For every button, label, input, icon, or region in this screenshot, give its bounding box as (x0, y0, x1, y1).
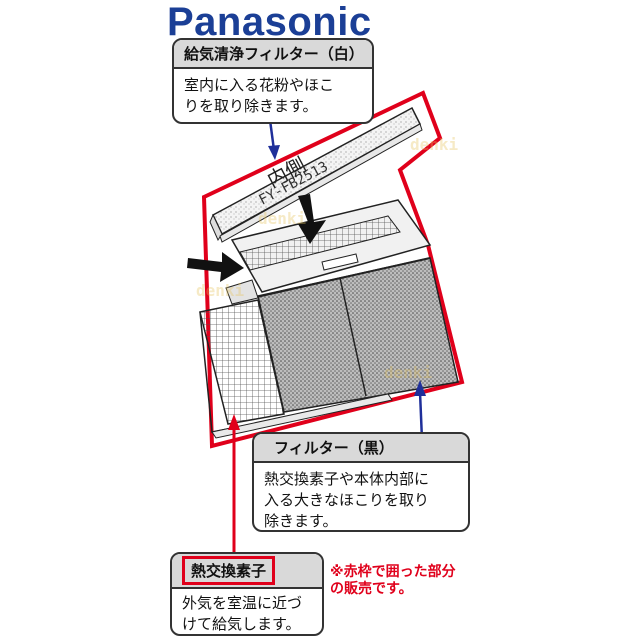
text-line: 除きます。 (264, 512, 338, 530)
text-line: 入る大きなほこりを取り (264, 491, 430, 509)
watermark: denki denki denki denki (196, 135, 459, 382)
heat-exchanger-leader (228, 414, 240, 552)
callout-white-filter-title: 給気清浄フィルター（白） (174, 40, 372, 69)
svg-text:denki: denki (410, 135, 459, 154)
callout-heat-exchanger-title: 熱交換素子 (182, 556, 276, 585)
text-line: りを取り除きます。 (184, 97, 318, 115)
callout-heat-exchanger-text: 外気を室温に近づ けて給気します。 (172, 589, 322, 634)
callout-white-filter-text: 室内に入る花粉やほこ りを取り除きます。 (174, 69, 372, 122)
insert-arrows (187, 194, 326, 282)
white-filter-panel: 内側 FY-FB2513 (209, 106, 423, 243)
note-line: の販売です。 (330, 581, 413, 597)
note-line: ※赤枠で囲った部分 (330, 564, 456, 580)
callout-white-filter: 給気清浄フィルター（白） 室内に入る花粉やほこ りを取り除きます。 (172, 38, 374, 124)
text-line: けて給気します。 (182, 615, 301, 633)
text-line: 室内に入る花粉やほこ (184, 76, 335, 94)
callout-heat-exchanger: 熱交換素子 外気を室温に近づ けて給気します。 (170, 552, 324, 636)
text-line: 熱交換素子や本体内部に (264, 470, 430, 488)
svg-text:denki: denki (196, 281, 245, 300)
text-line: 外気を室温に近づ (182, 594, 303, 612)
callout-black-filter-text: 熱交換素子や本体内部に 入る大きなほこりを取り 除きます。 (254, 463, 468, 530)
callout-black-filter: フィルター（黒） 熱交換素子や本体内部に 入る大きなほこりを取り 除きます。 (252, 432, 470, 532)
unit-body (199, 199, 459, 439)
sale-note: ※赤枠で囲った部分 の販売です。 (330, 564, 456, 598)
svg-text:denki: denki (258, 209, 307, 228)
callout-black-filter-title: フィルター（黒） (254, 434, 468, 463)
svg-text:denki: denki (384, 363, 433, 382)
brand-logo: Panasonic (167, 0, 372, 44)
